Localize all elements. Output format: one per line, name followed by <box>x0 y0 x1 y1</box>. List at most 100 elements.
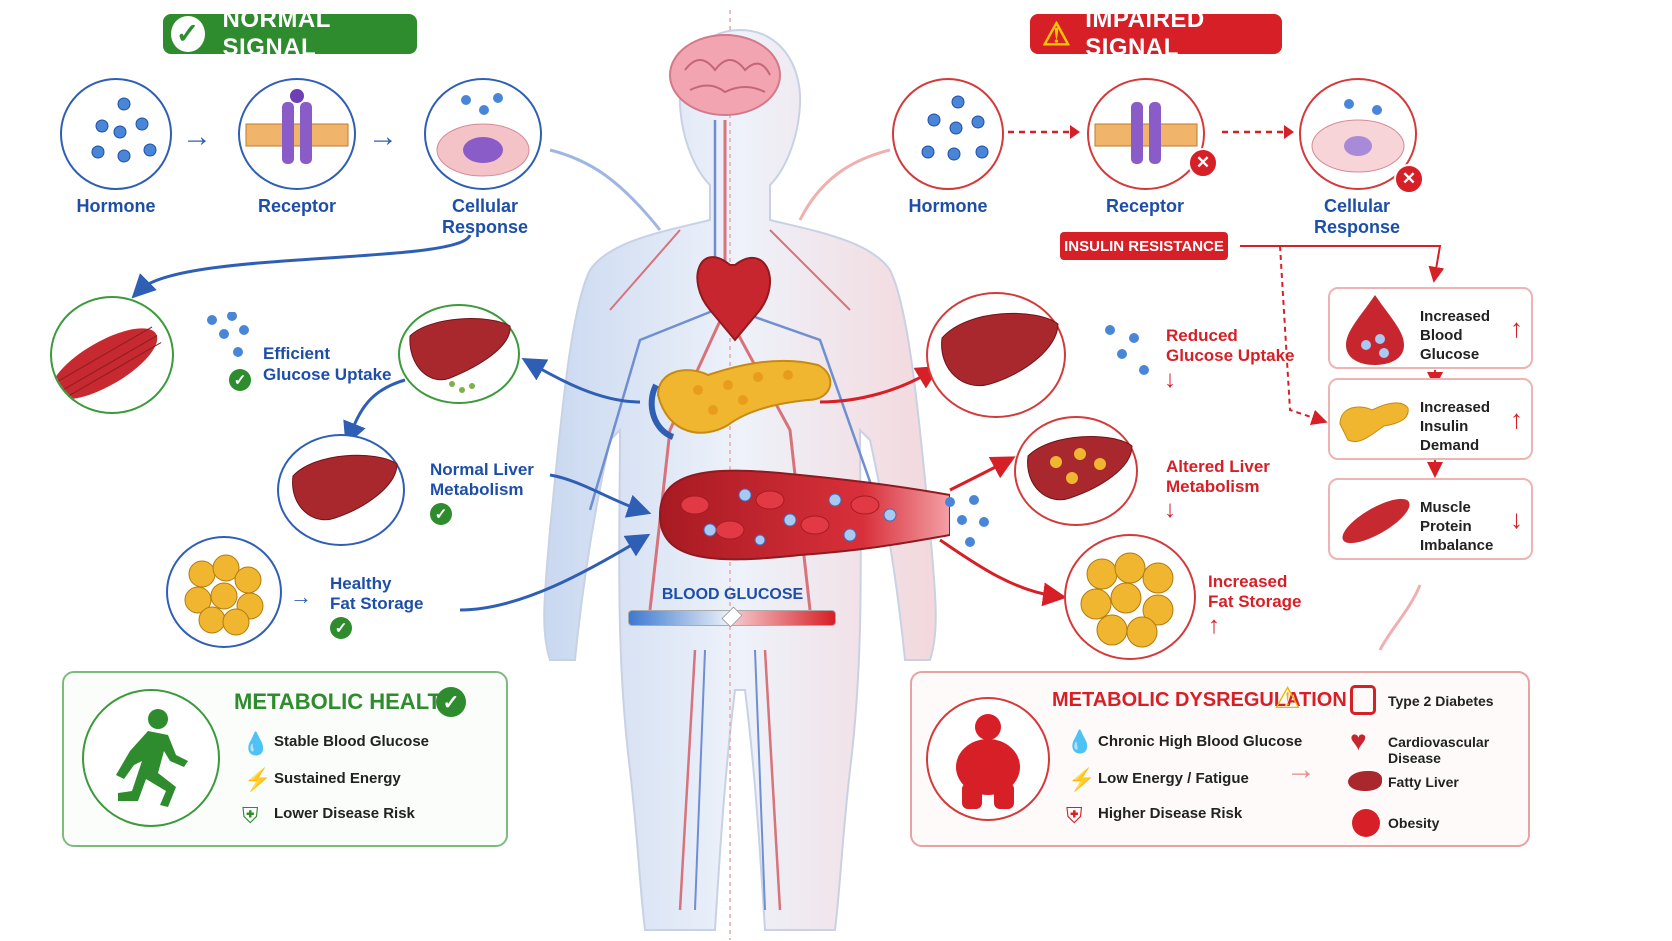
altered-liver-label-1: Altered Liver <box>1166 457 1270 476</box>
heart-icon: ♥ <box>1350 725 1367 756</box>
hormone-circle-impaired <box>892 78 1004 190</box>
pancreas-icon <box>1339 402 1409 442</box>
reduced-uptake-label-2: Glucose Uptake <box>1166 346 1295 365</box>
obese-figure-circle <box>926 697 1050 821</box>
x-mark-icon: ✕ <box>1394 164 1424 194</box>
increased-fat-label-2: Fat Storage <box>1208 592 1302 611</box>
health-item-3: Lower Disease Risk <box>274 805 415 822</box>
warning-icon: ⚠ <box>1042 16 1072 52</box>
normal-liver-label-1: Normal Liver <box>430 460 534 479</box>
metabolic-health-panel: METABOLIC HEALTH ✓ 💧 Stable Blood Glucos… <box>62 671 508 847</box>
blood-drop-icon <box>1346 295 1404 365</box>
cellular-response-label: Cellular Response <box>441 196 529 237</box>
arrow-right-icon: → <box>1286 753 1316 786</box>
liver-circle-impaired-top <box>926 292 1066 418</box>
fat-circle-impaired <box>1064 534 1196 660</box>
drop-icon: 💧 <box>1066 729 1094 754</box>
arrow-down-icon: ↓ <box>1510 504 1523 534</box>
checkmark-icon: ✓ <box>171 16 205 52</box>
side-card-2-l2: Insulin Demand <box>1420 418 1480 454</box>
outcome-fatty-liver: Fatty Liver <box>1388 774 1459 790</box>
muscle-circle <box>50 296 174 414</box>
health-item-1: Stable Blood Glucose <box>274 733 430 750</box>
impaired-signal-title: IMPAIRED SIGNAL <box>1085 6 1205 61</box>
molecule-icon <box>91 97 157 163</box>
x-mark-icon: ✕ <box>1188 148 1218 178</box>
liver-icon <box>409 318 511 393</box>
arrow-down-icon: ↓ <box>1164 366 1176 393</box>
normal-signal-title: NORMAL SIGNAL <box>222 6 331 61</box>
molecule-icon <box>921 95 989 161</box>
flow-arrows-red <box>798 148 1445 651</box>
impaired-signal-banner: ⚠ IMPAIRED SIGNAL <box>1030 6 1282 61</box>
liver-icon <box>941 312 1059 387</box>
side-card-1-l2: Blood Glucose <box>1420 327 1480 363</box>
check-icon: ✓ <box>430 503 452 525</box>
side-card-1-l1: Increased <box>1420 308 1491 325</box>
fatty-liver-icon <box>1027 436 1133 501</box>
outcome-obesity: Obesity <box>1388 815 1440 831</box>
metabolic-dysregulation-title: METABOLIC DYSREGULATION <box>1052 689 1347 711</box>
hormone-label-impaired: Hormone <box>908 196 988 216</box>
hormone-label: Hormone <box>76 196 156 216</box>
blood-vessel-illustration <box>658 469 950 561</box>
drop-icon: 💧 <box>242 731 270 756</box>
dysreg-item-2: Low Energy / Fatigue <box>1098 770 1249 787</box>
liver-circle-top <box>398 304 520 404</box>
receptor-icon <box>245 89 349 164</box>
insulin-resistance-badge: INSULIN RESISTANCE <box>1060 232 1228 260</box>
fat-circle-left <box>166 536 282 648</box>
pancreas-illustration <box>648 359 832 440</box>
lightning-icon: ⚡ <box>244 767 272 792</box>
reduced-uptake-label-1: Reduced <box>1166 326 1238 345</box>
cell-icon <box>1311 99 1405 173</box>
hormone-circle <box>60 78 172 190</box>
liver-icon <box>1348 771 1382 791</box>
outcome-cardiovascular: Cardiovascular Disease <box>1388 734 1490 766</box>
receptor-label-impaired: Receptor <box>1105 196 1185 216</box>
glucose-dots-icon <box>940 492 1000 557</box>
arrow-up-icon: ↑ <box>1510 313 1523 343</box>
fat-cells-icon <box>1080 552 1174 648</box>
arrow-up-icon: ↑ <box>1510 404 1523 434</box>
normal-signal-banner: ✓ NORMAL SIGNAL <box>163 6 417 61</box>
muscle-icon <box>1342 498 1410 544</box>
liver-icon <box>292 454 398 521</box>
shield-icon: ⛨ <box>242 803 259 828</box>
glucose-dots-icon <box>1100 320 1160 385</box>
cellular-response-circle-impaired <box>1299 78 1417 190</box>
side-card-2-l1: Increased <box>1420 399 1491 416</box>
cellular-response-circle <box>424 78 542 190</box>
side-card-3-l2: Imbalance <box>1420 537 1494 554</box>
dysreg-item-3: Higher Disease Risk <box>1098 805 1243 822</box>
metabolic-health-title: METABOLIC HEALTH <box>234 689 457 714</box>
altered-liver-label-2: Metabolism <box>1166 477 1260 496</box>
side-card-3-l1: Muscle Protein <box>1420 499 1472 535</box>
increased-fat-label-1: Increased <box>1208 572 1288 591</box>
check-icon: ✓ <box>229 369 251 391</box>
check-icon: ✓ <box>436 687 466 717</box>
receptor-icon <box>1094 102 1198 164</box>
warning-icon: ⚠ <box>1274 682 1301 715</box>
outcome-type2-diabetes: Type 2 Diabetes <box>1388 693 1494 709</box>
healthy-fat-label-1: Healthy <box>330 574 392 593</box>
glucometer-icon <box>1350 685 1376 715</box>
obese-person-icon <box>956 714 1020 809</box>
arrow-down-icon: ↓ <box>1164 496 1176 523</box>
runner-icon <box>116 709 188 807</box>
glucose-dots-icon <box>204 311 264 367</box>
receptor-label: Receptor <box>257 196 337 216</box>
liver-circle-impaired-mid <box>1014 416 1138 526</box>
arrow-up-icon: ↑ <box>1208 612 1220 639</box>
muscle-icon <box>52 326 162 400</box>
cellular-response-label-impaired: Cellular Response <box>1313 196 1401 237</box>
efficient-label-1: Efficient <box>263 344 331 363</box>
efficient-label-2: Glucose Uptake <box>263 365 392 384</box>
runner-circle <box>82 689 220 827</box>
cell-icon <box>436 93 530 177</box>
dysreg-item-1: Chronic High Blood Glucose <box>1098 733 1303 750</box>
shield-icon: ⛨ <box>1066 803 1083 828</box>
